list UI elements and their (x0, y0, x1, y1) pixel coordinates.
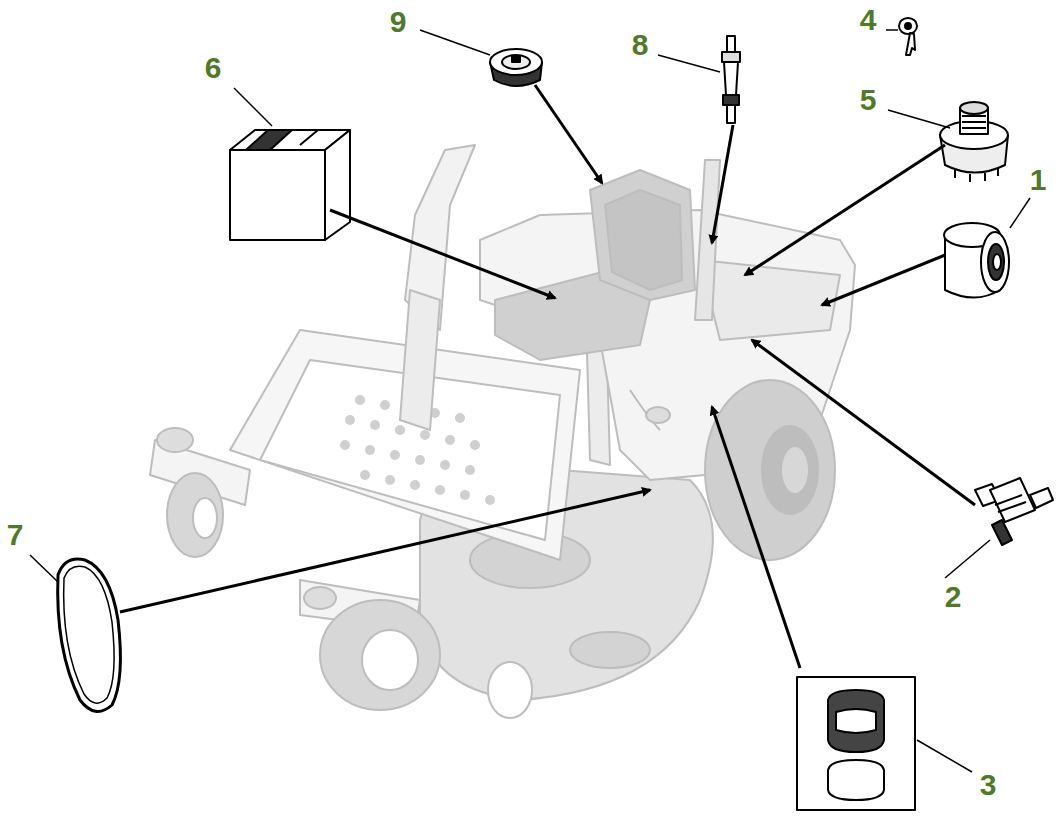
callout-number: 9 (390, 7, 407, 37)
callout-number: 3 (980, 770, 997, 800)
callout-number: 7 (7, 520, 24, 550)
callout-number: 5 (860, 85, 877, 115)
callout-number: 2 (945, 582, 962, 612)
callout-number: 8 (632, 30, 649, 60)
callout-number: 4 (860, 5, 877, 35)
callout-number: 6 (205, 53, 222, 83)
callout-number: 1 (1030, 165, 1047, 195)
